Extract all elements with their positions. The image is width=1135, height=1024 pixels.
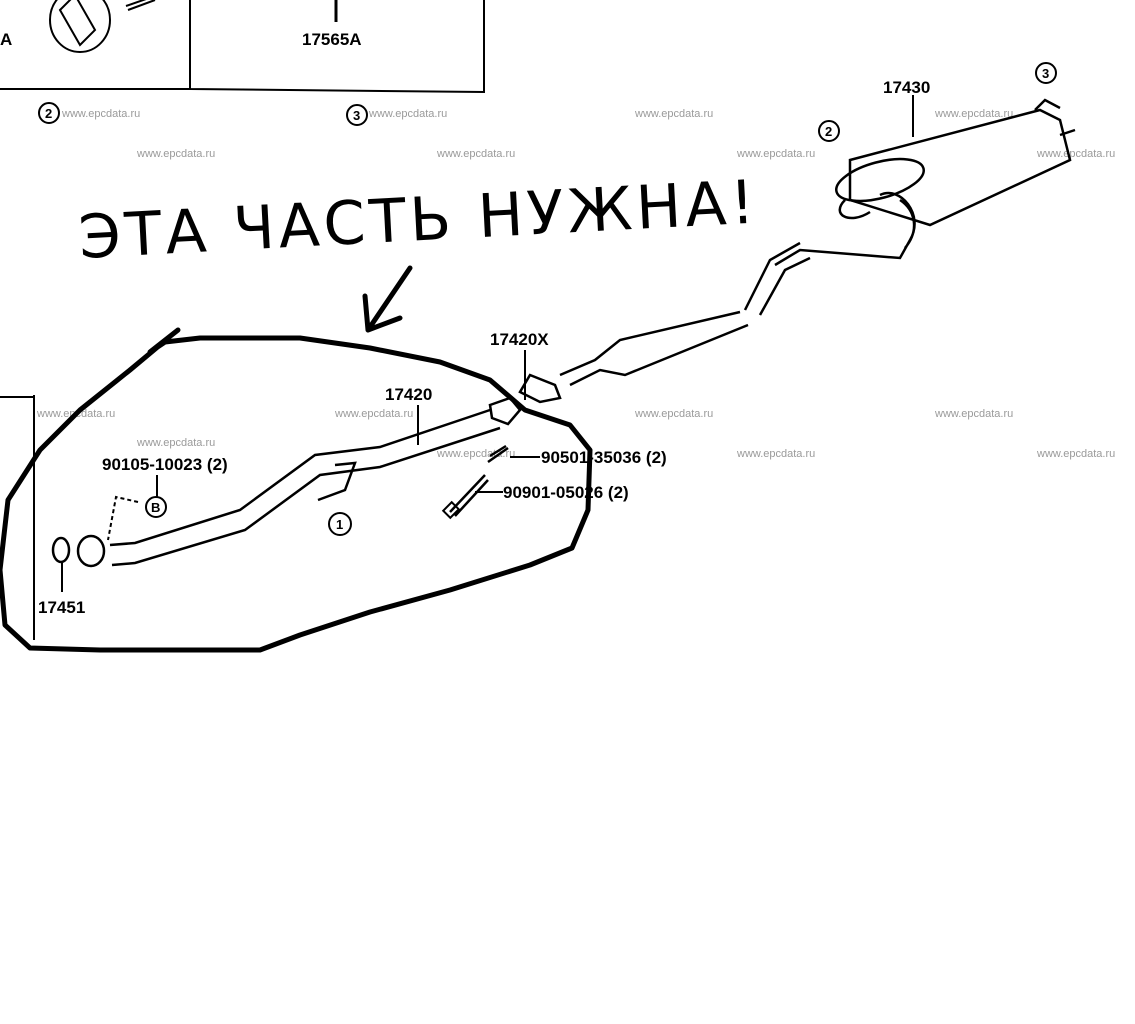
watermark: www.epcdata.ru: [934, 108, 1013, 120]
watermark: www.epcdata.ru: [136, 437, 215, 449]
watermark: www.epcdata.ru: [1036, 448, 1115, 460]
watermark: www.epcdata.ru: [1036, 148, 1115, 160]
watermark: www.epcdata.ru: [334, 408, 413, 420]
svg-text:3: 3: [353, 108, 360, 123]
watermark: www.epcdata.ru: [61, 108, 140, 120]
part-label-17420x: 17420X: [490, 330, 549, 349]
part-label-17420: 17420: [385, 385, 432, 404]
watermark: www.epcdata.ru: [436, 148, 515, 160]
watermark: www.epcdata.ru: [634, 408, 713, 420]
watermark: www.epcdata.ru: [736, 448, 815, 460]
part-label-17565a: 17565A: [302, 30, 362, 49]
part-label-90105: 90105-10023 (2): [102, 455, 228, 474]
callout-b: B: [145, 496, 167, 518]
gasket-17420x: 17420X: [490, 330, 562, 404]
part-label-90901: 90901-05026 (2): [503, 483, 629, 502]
watermark: www.epcdata.ru: [736, 148, 815, 160]
callout-3: 3: [1035, 62, 1057, 84]
arrow-icon: [362, 265, 413, 333]
watermark: www.epcdata.ru: [368, 108, 447, 120]
callout-2: 2: [818, 120, 840, 142]
highlight-loop: [0, 327, 593, 653]
part-label-a: A: [0, 30, 12, 49]
svg-text:1: 1: [336, 517, 343, 532]
handwritten-note: ЭТА ЧАСТЬ НУЖНА!: [77, 167, 760, 273]
rear-muffler: 17430 2 3: [559, 62, 1076, 387]
rubber-hanger-icon: [49, 0, 156, 53]
svg-text:B: B: [151, 500, 160, 515]
detail-inset-boxes: A 17565A 2 3: [0, 0, 485, 640]
svg-text:2: 2: [825, 124, 832, 139]
svg-text:2: 2: [45, 106, 52, 121]
watermark: www.epcdata.ru: [634, 108, 713, 120]
svg-text:3: 3: [1042, 66, 1049, 81]
callout-3: 3: [346, 104, 368, 126]
watermark: www.epcdata.ru: [136, 148, 215, 160]
callout-1: 1: [328, 512, 352, 536]
watermark: www.epcdata.ru: [934, 408, 1013, 420]
part-label-17430: 17430: [883, 78, 930, 97]
part-label-90501: 90501-35036 (2): [541, 448, 667, 467]
watermarks: www.epcdata.ru www.epcdata.ru www.epcdat…: [36, 108, 1115, 460]
front-pipe-17420: 17420 90501-35036 (2) 90901-05026 (2) 90…: [38, 385, 667, 617]
callout-2: 2: [38, 102, 60, 124]
part-label-17451: 17451: [38, 598, 85, 617]
